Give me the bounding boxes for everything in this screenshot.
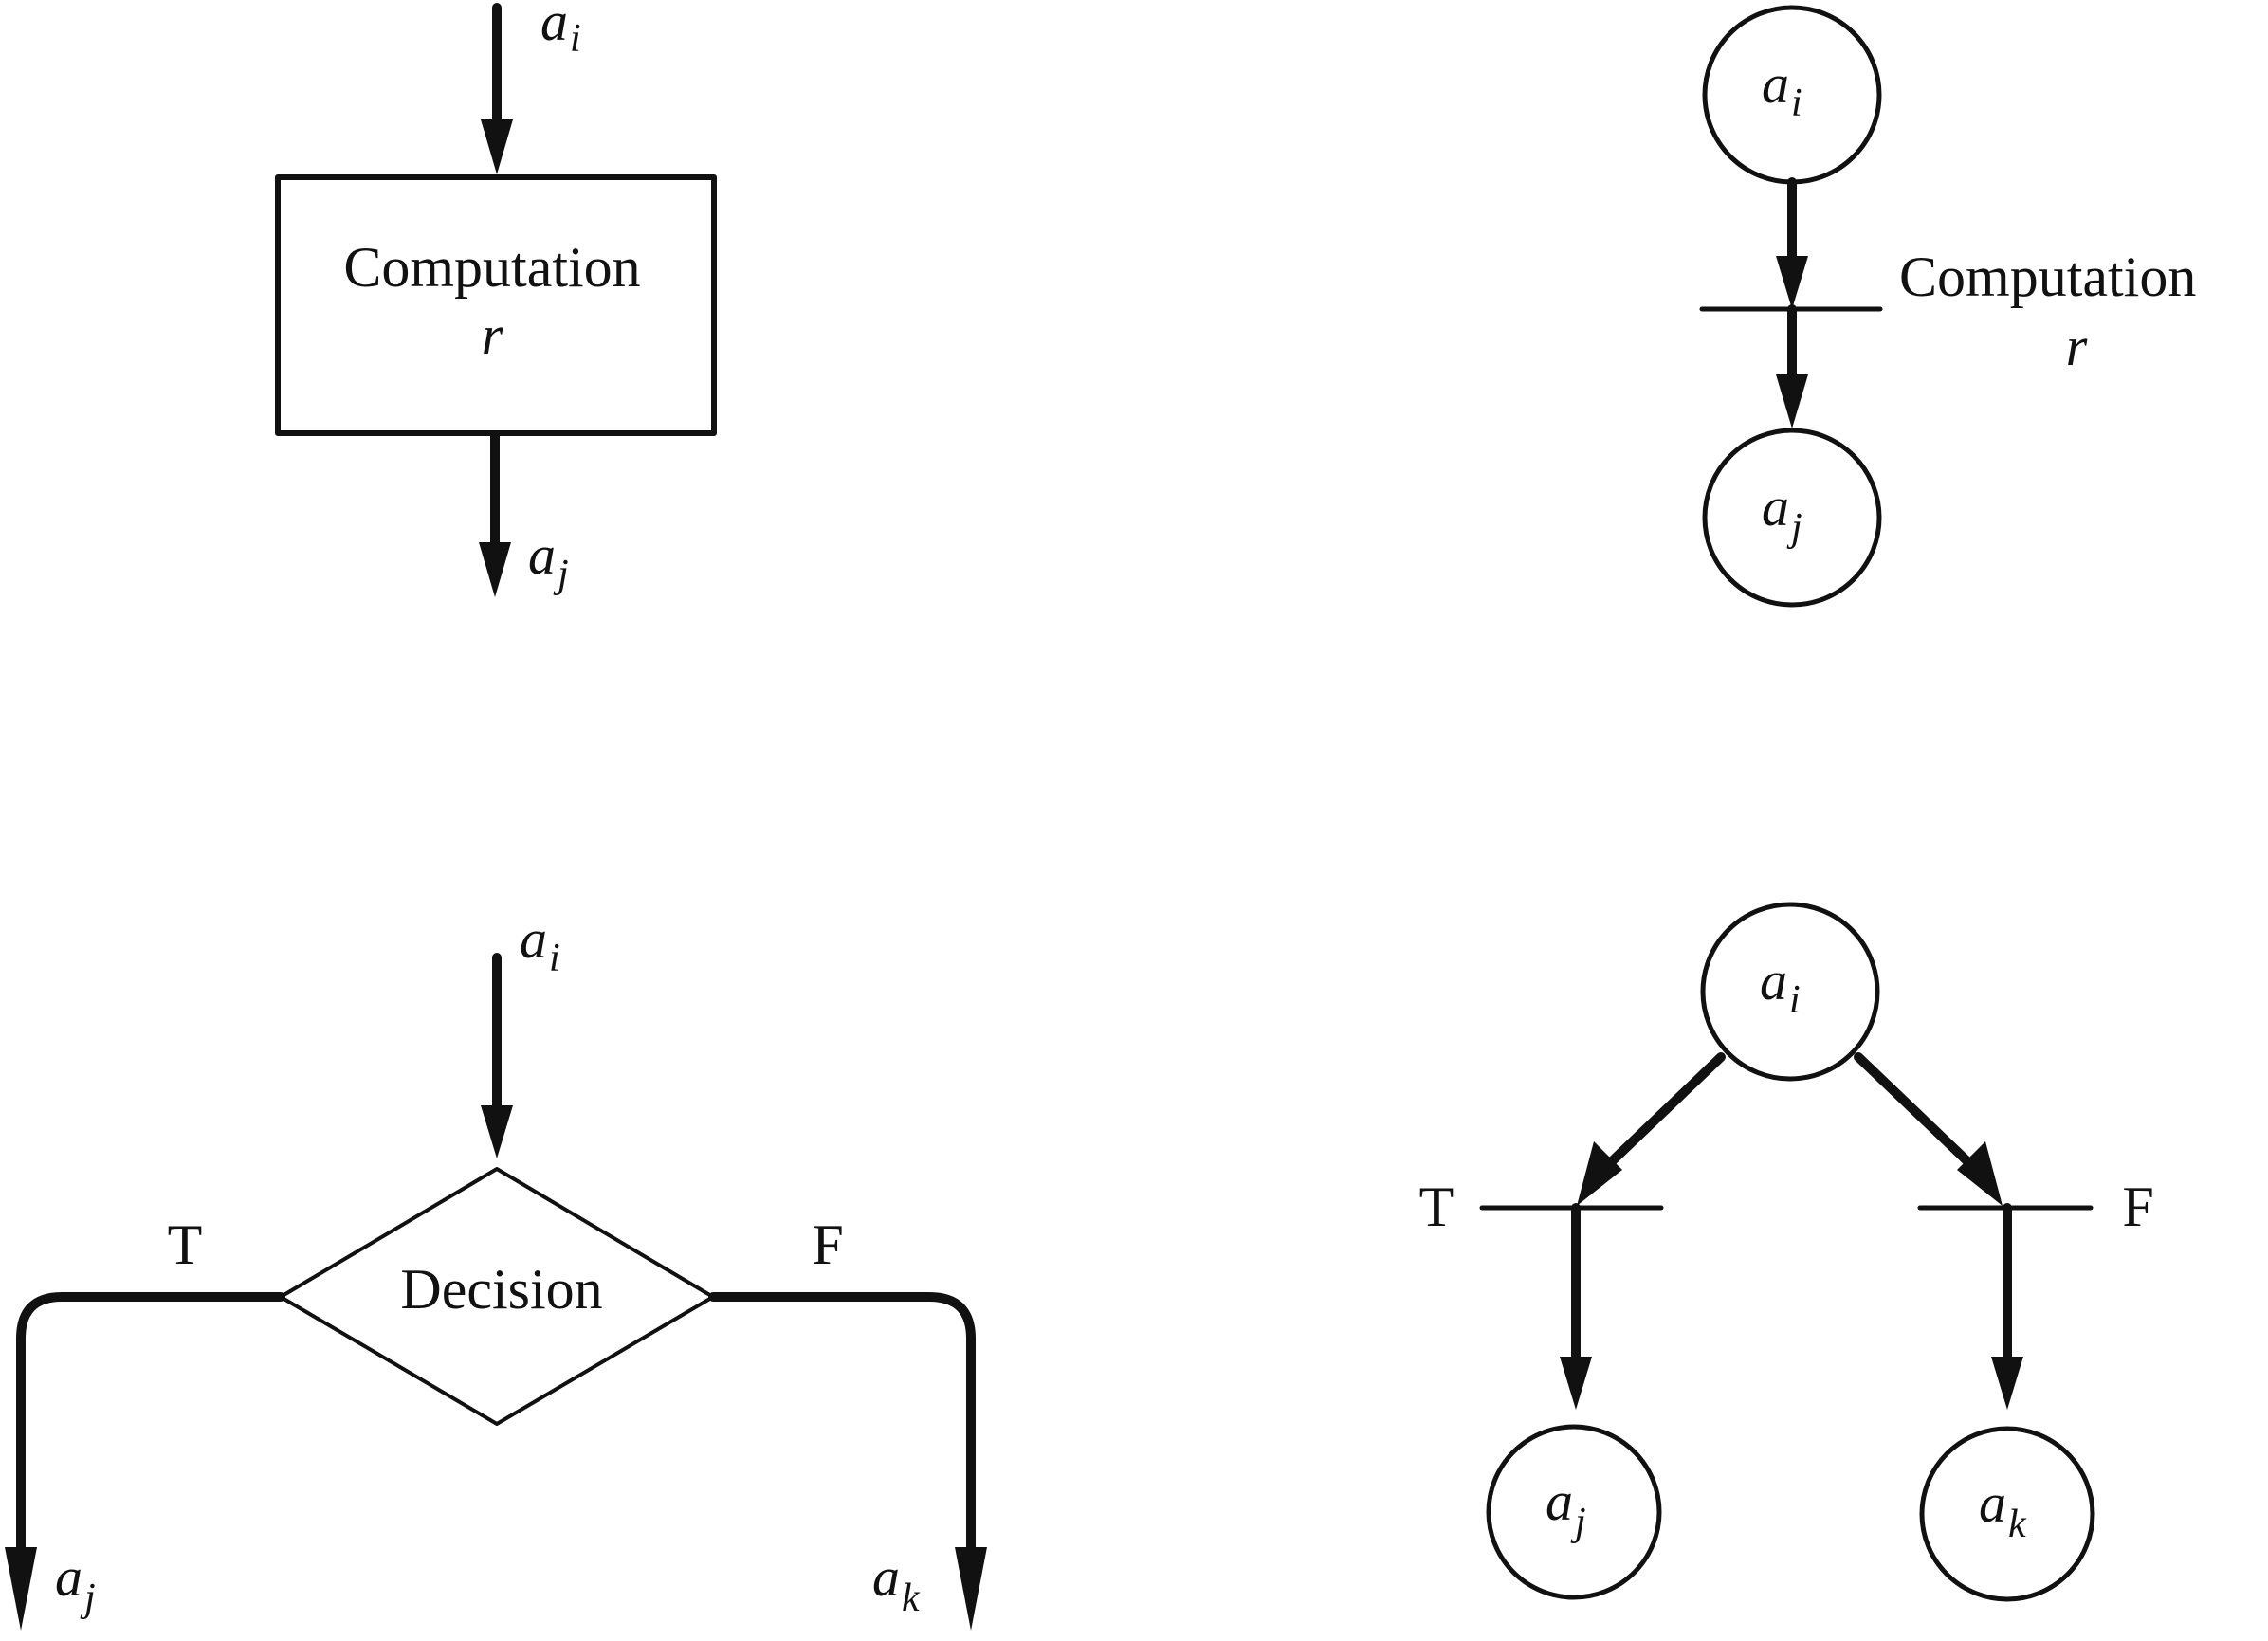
true-place-label: aj xyxy=(1546,1470,1586,1544)
false-arc-shaft xyxy=(1854,1052,1972,1166)
input-label: ai xyxy=(540,0,581,61)
input-place-label: ai xyxy=(1760,950,1801,1022)
true-branch-path xyxy=(16,1292,285,1559)
true-label: T xyxy=(1419,1176,1454,1238)
true-arc-shaft xyxy=(1607,1052,1726,1166)
output-arc-arrowhead xyxy=(1776,374,1808,428)
flowchart-decision: ai Decision T aj F ak xyxy=(5,908,987,1631)
true-output-label: aj xyxy=(55,1546,96,1620)
true-arc-arrowhead xyxy=(1577,1141,1622,1206)
decision-label: Decision xyxy=(400,1258,602,1321)
true-output-arc-arrowhead xyxy=(1560,1357,1592,1410)
true-place xyxy=(1486,1424,1662,1600)
input-arc-arrowhead xyxy=(1776,256,1808,309)
false-label: F xyxy=(2122,1176,2153,1238)
input-arrowhead xyxy=(481,119,513,174)
false-place xyxy=(1919,1426,2095,1602)
transition-label: Computation xyxy=(1899,246,2196,308)
computation-box-label: Computation xyxy=(343,236,640,299)
transition-param: r xyxy=(2066,316,2088,377)
petri-computation: ai Computation r aj xyxy=(1699,5,2196,608)
false-arc-arrowhead xyxy=(1957,1141,2003,1206)
false-branch-arrowhead xyxy=(955,1547,987,1631)
false-place-label: ak xyxy=(1979,1472,2027,1546)
decision-diamond xyxy=(279,1167,715,1426)
false-output-arc-arrowhead xyxy=(1991,1357,2023,1410)
petri-decision: ai T F aj ak xyxy=(1419,902,2154,1602)
computation-box-param: r xyxy=(482,304,503,366)
output-arrowhead xyxy=(479,542,511,597)
output-place-label: aj xyxy=(1762,476,1802,550)
input-place xyxy=(1700,902,1880,1082)
input-place-label: ai xyxy=(1762,53,1802,125)
false-output-label: ak xyxy=(872,1546,921,1620)
output-place xyxy=(1702,428,1882,608)
input-arrowhead xyxy=(481,1105,513,1158)
true-branch-arrowhead xyxy=(5,1547,37,1631)
false-label: F xyxy=(812,1213,843,1276)
output-label: aj xyxy=(528,524,569,596)
input-label: ai xyxy=(520,908,560,980)
false-branch-path xyxy=(708,1292,976,1559)
flowchart-computation: ai Computation r aj xyxy=(275,0,717,597)
true-label: T xyxy=(168,1213,203,1276)
